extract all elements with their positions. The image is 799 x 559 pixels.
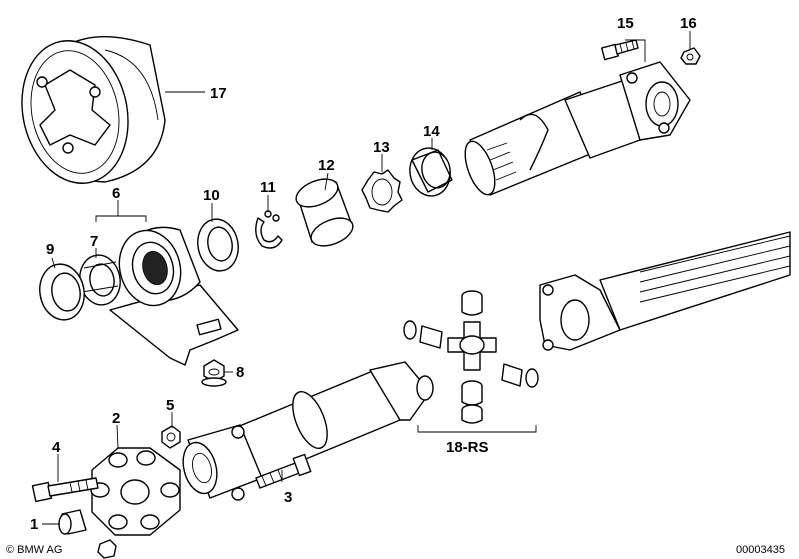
diagram-id: 00003435	[736, 544, 785, 556]
callout-6: 6	[112, 185, 120, 202]
part-17-vibration-damper	[21, 35, 166, 184]
callout-12: 12	[318, 157, 335, 174]
part-12-sleeve	[295, 178, 354, 247]
copyright-text: © BMW AG	[6, 544, 62, 556]
part-13-toothed-ring	[361, 169, 403, 213]
part-11-circlip	[255, 210, 283, 249]
callout-9: 9	[46, 241, 54, 258]
lower-propeller-shaft	[182, 361, 434, 501]
part-10-seal-ring	[197, 218, 239, 272]
part-15-bolt	[600, 39, 646, 62]
callout-13: 13	[373, 139, 390, 156]
callout-4: 4	[52, 439, 61, 456]
callout-14: 14	[423, 123, 440, 140]
callout-3: 3	[284, 489, 292, 506]
part-16-nut	[680, 47, 701, 65]
part-8-nut	[201, 359, 227, 387]
callout-11: 11	[260, 179, 276, 196]
callout-5: 5	[166, 397, 174, 414]
callout-18-rs: 18-RS	[446, 439, 489, 456]
callout-15: 15	[617, 15, 634, 32]
callout-10: 10	[203, 187, 220, 204]
leader-lines	[42, 31, 691, 525]
callout-2: 2	[112, 410, 120, 427]
bottom-nut	[97, 539, 117, 559]
splined-shaft	[539, 231, 791, 351]
callout-7: 7	[90, 233, 98, 250]
callout-8: 8	[236, 364, 244, 381]
part-14-ring	[409, 147, 453, 197]
part-6-center-bearing	[95, 215, 239, 366]
callout-labels: 17 6 9 7 10 11 12 13 14 15 16 8 5 2 4 3 …	[30, 15, 697, 533]
part-4-bolt	[31, 477, 99, 503]
callout-1: 1	[30, 516, 38, 533]
callout-16: 16	[680, 15, 697, 32]
part-2-flex-disc	[90, 447, 181, 536]
part-18-rs-universal-joint-kit	[403, 290, 539, 433]
callout-17: 17	[210, 85, 227, 102]
part-1-bushing	[58, 509, 87, 535]
part-3-bolt	[255, 453, 312, 489]
upper-propeller-shaft	[464, 61, 691, 196]
part-9-seal	[39, 263, 85, 321]
part-5-nut	[161, 425, 181, 449]
